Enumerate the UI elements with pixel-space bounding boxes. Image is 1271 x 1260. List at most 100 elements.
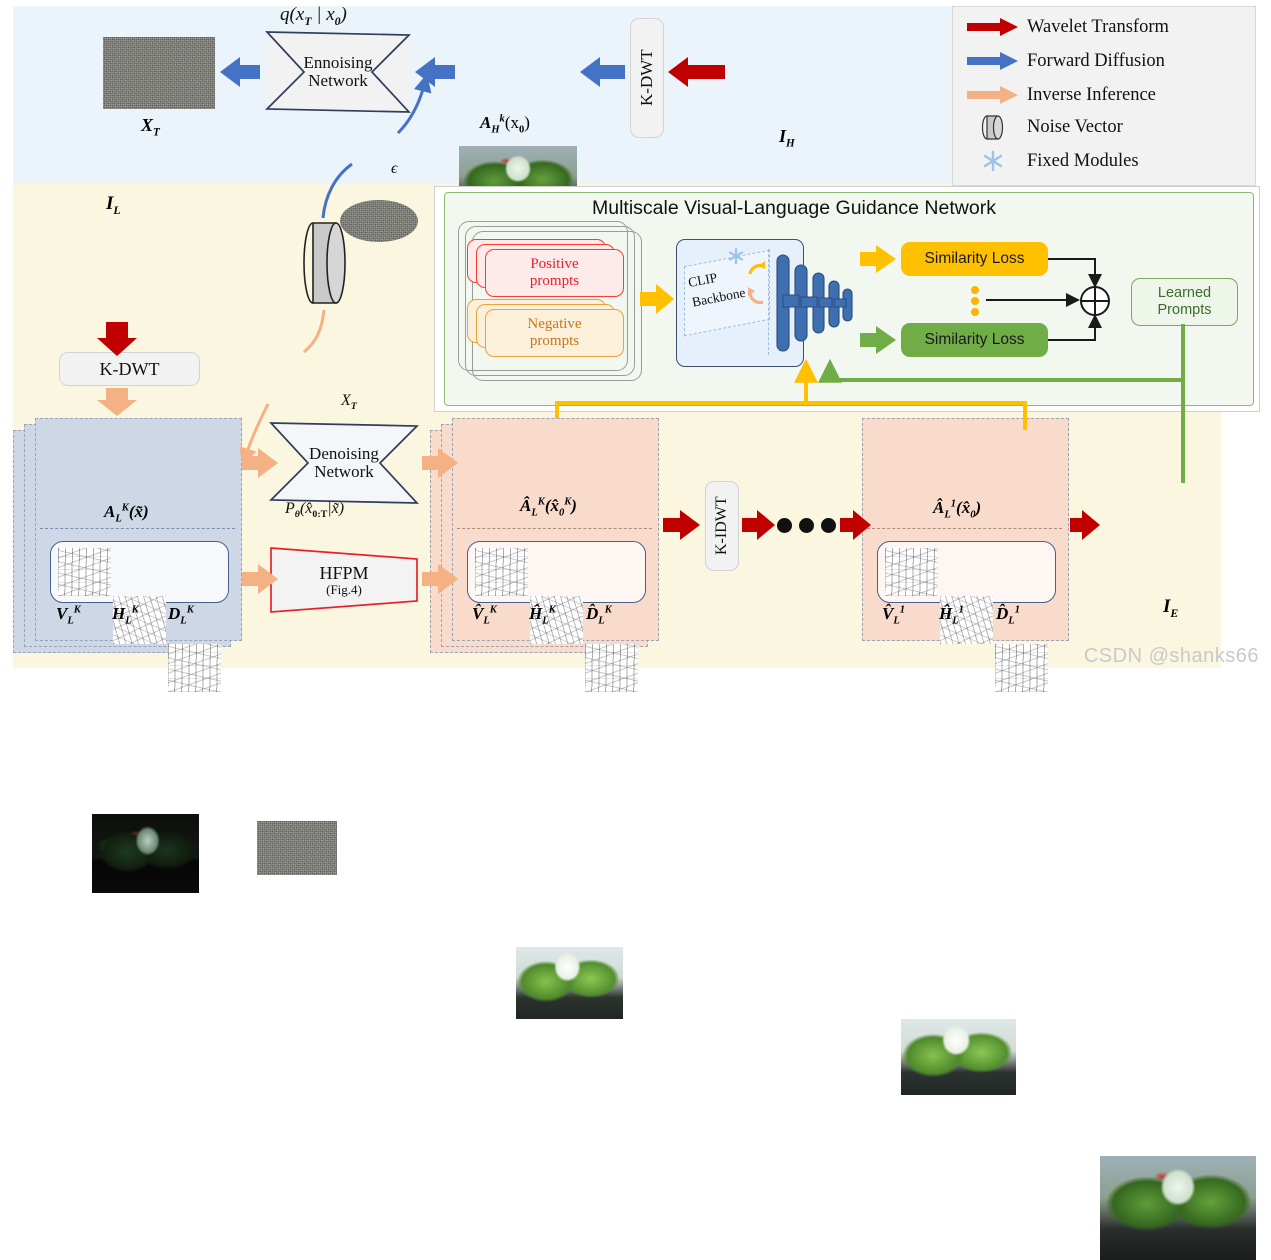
- negative-prompt-line2: prompts: [529, 333, 580, 349]
- input-stack-approx-image: [92, 814, 199, 893]
- legend-row-noise-vector: Noise Vector: [967, 113, 1123, 141]
- level1-subband-d: [995, 644, 1048, 692]
- vlg-title: Multiscale Visual-Language Guidance Netw…: [592, 197, 996, 219]
- noise-image-xt-lower: [257, 821, 337, 875]
- legend-row-inverse: Inverse Inference: [967, 81, 1156, 109]
- input-subband-v: [58, 548, 111, 596]
- ellipsis-dot-3: [821, 518, 836, 533]
- legend-label-noise-vector: Noise Vector: [1027, 116, 1123, 137]
- high-light-input-label: IH: [779, 126, 795, 150]
- vertical-ellipsis-dot-2: [971, 297, 979, 305]
- positive-prompt-line2: prompts: [529, 273, 580, 289]
- similarity-loss-top[interactable]: Similarity Loss: [901, 242, 1048, 276]
- level1-subband-v: [885, 548, 938, 596]
- negative-prompt-box[interactable]: Negative prompts: [485, 309, 624, 357]
- low-light-input-label: IL: [106, 193, 121, 217]
- similarity-loss-bottom[interactable]: Similarity Loss: [901, 323, 1048, 357]
- level1-stack-approx-label: ÂL1(x̂0): [933, 498, 982, 521]
- blue-arrow-icon: [967, 52, 1018, 70]
- watermark: CSDN @shanks66: [1083, 645, 1259, 667]
- kdwt-top-box: K-DWT: [630, 18, 664, 138]
- positive-prompt-box[interactable]: Positive prompts: [485, 249, 624, 297]
- midk-subband-d: [585, 644, 638, 692]
- red-arrow-icon: [967, 18, 1018, 36]
- kdwt-left-box: K-DWT: [59, 352, 200, 386]
- similarity-loss-top-label: Similarity Loss: [924, 250, 1025, 267]
- legend-label-diffusion: Forward Diffusion: [1027, 50, 1165, 71]
- legend-label-fixed-modules: Fixed Modules: [1027, 150, 1139, 171]
- ennoising-network-label-line1: Ennoising: [303, 53, 373, 73]
- level1-stack-approx-image: [901, 1019, 1016, 1095]
- kdwt-left-label: K-DWT: [99, 358, 160, 379]
- midk-subband-label-h: ĤLK: [529, 604, 556, 627]
- legend-label-inverse: Inverse Inference: [1027, 84, 1156, 105]
- denoising-network-formula: Pθ(x̂0:T|x̃): [285, 500, 345, 521]
- hfpm-sublabel: (Fig.4): [326, 581, 362, 597]
- hfpm-label: HFPM: [319, 562, 369, 583]
- vertical-ellipsis-dot-1: [971, 286, 979, 294]
- similarity-loss-bottom-label: Similarity Loss: [924, 331, 1025, 348]
- enhanced-output-label: IE: [1163, 596, 1179, 620]
- legend-row-diffusion: Forward Diffusion: [967, 47, 1165, 75]
- diffusion-distribution-label: q(xT | x0): [280, 4, 347, 28]
- vertical-ellipsis-dot-3: [971, 308, 979, 316]
- midk-subband-label-v: V̂LK: [472, 604, 497, 627]
- input-stack-approx-label: ALK(x̃): [104, 502, 149, 525]
- denoising-network-label-line2: Network: [314, 462, 374, 481]
- input-subband-label-h: HLK: [112, 604, 139, 627]
- input-stack-divider: [40, 528, 235, 529]
- prompt-ghost-outer-2: [465, 226, 635, 376]
- denoising-network-label-line1: Denoising: [309, 444, 379, 464]
- input-subband-label-v: VLK: [56, 604, 81, 627]
- input-stack-subband-group: [50, 541, 229, 692]
- learned-prompts-box[interactable]: Learned Prompts: [1131, 278, 1238, 326]
- midk-subband-h: [530, 596, 583, 644]
- ennoising-network: Ennoising Network: [264, 29, 412, 115]
- level1-stack-divider: [867, 528, 1062, 529]
- hfpm-module: HFPM (Fig.4): [268, 545, 420, 615]
- legend-row-fixed-modules: Fixed Modules: [967, 147, 1139, 175]
- clip-visual-encoder-blocks: [775, 243, 861, 366]
- learned-prompts-line2: Prompts: [1157, 302, 1212, 318]
- legend-panel: Wavelet Transform Forward Diffusion Inve…: [952, 6, 1256, 186]
- high-freq-approx-label: AHk(x0): [480, 113, 530, 136]
- clip-backbone-divider: [768, 249, 769, 355]
- ellipsis-dot-1: [777, 518, 792, 533]
- ennoising-network-label-line2: Network: [308, 71, 368, 90]
- legend-label-wavelet: Wavelet Transform: [1027, 16, 1169, 37]
- kidwt-box: K-IDWT: [705, 481, 739, 571]
- level1-subband-label-v: V̂L1: [882, 604, 906, 627]
- noise-image-xt-label: XT: [141, 115, 160, 139]
- kidwt-label: K-IDWT: [713, 496, 730, 556]
- epsilon-noise-blob: [340, 200, 418, 242]
- peach-arrow-icon: [967, 86, 1018, 104]
- input-subband-label-d: DLK: [168, 604, 194, 627]
- negative-prompt-line1: Negative: [527, 316, 582, 333]
- noise-image-xt-lower-label: XT: [341, 392, 357, 413]
- snowflake-icon: [983, 150, 1003, 172]
- learned-prompts-line1: Learned: [1157, 284, 1212, 301]
- midk-stack-approx-label: ÂLK(x̂0K): [520, 496, 577, 519]
- midk-subband-label-d: D̂LK: [586, 604, 612, 627]
- input-subband-h: [113, 596, 166, 644]
- epsilon-label: ϵ: [391, 160, 398, 177]
- noise-image-xt: [103, 37, 215, 109]
- sum-node: [1078, 284, 1112, 323]
- clip-refresh-arrows-icon: [744, 258, 770, 321]
- noise-vector-cylinder: [303, 217, 349, 309]
- midk-stack-approx-image: [516, 947, 623, 1019]
- input-subband-d: [168, 644, 221, 692]
- level1-subband-label-d: D̂L1: [996, 604, 1020, 627]
- midk-subband-v: [475, 548, 528, 596]
- legend-row-wavelet: Wavelet Transform: [967, 13, 1169, 41]
- clip-frozen-snowflake-icon: [727, 247, 745, 270]
- cylinder-icon: [981, 115, 1004, 140]
- midk-stack-subband-group: [467, 541, 646, 692]
- prompt-ghost-outer-3: [458, 221, 628, 371]
- level1-stack-subband-group: [877, 541, 1056, 692]
- ellipsis-dot-2: [799, 518, 814, 533]
- enhanced-output-image: [1100, 1156, 1256, 1260]
- positive-prompt-line1: Positive: [530, 256, 579, 273]
- level1-subband-h: [940, 596, 993, 644]
- midk-stack-divider: [457, 528, 652, 529]
